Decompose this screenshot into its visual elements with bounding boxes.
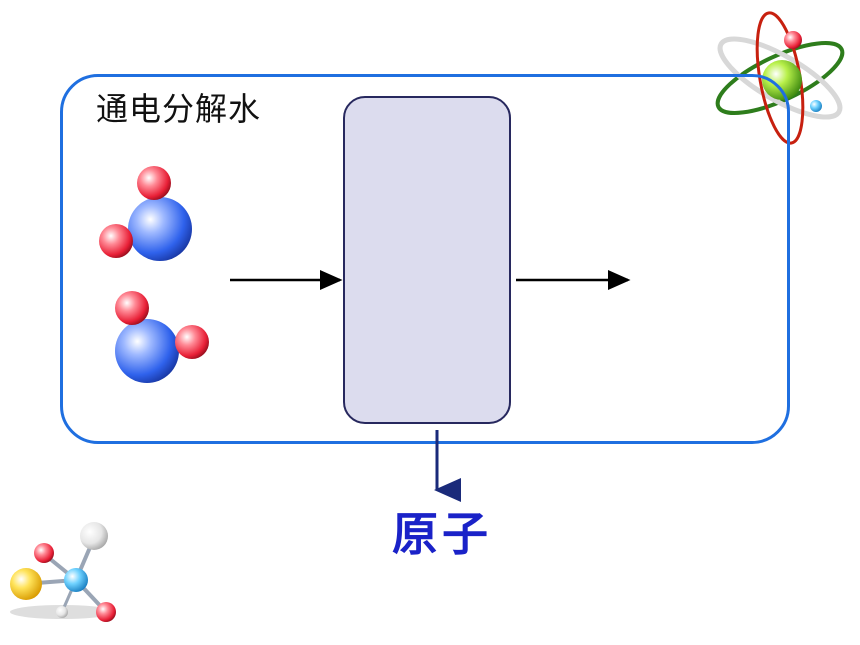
water-molecule	[115, 291, 209, 383]
water-molecule	[99, 166, 192, 261]
result-label: 原子	[392, 507, 492, 561]
diagram-title: 通电分解水	[96, 90, 262, 128]
reaction-frame	[60, 74, 790, 444]
process-box	[343, 96, 511, 424]
molecule-model-icon	[10, 522, 116, 622]
